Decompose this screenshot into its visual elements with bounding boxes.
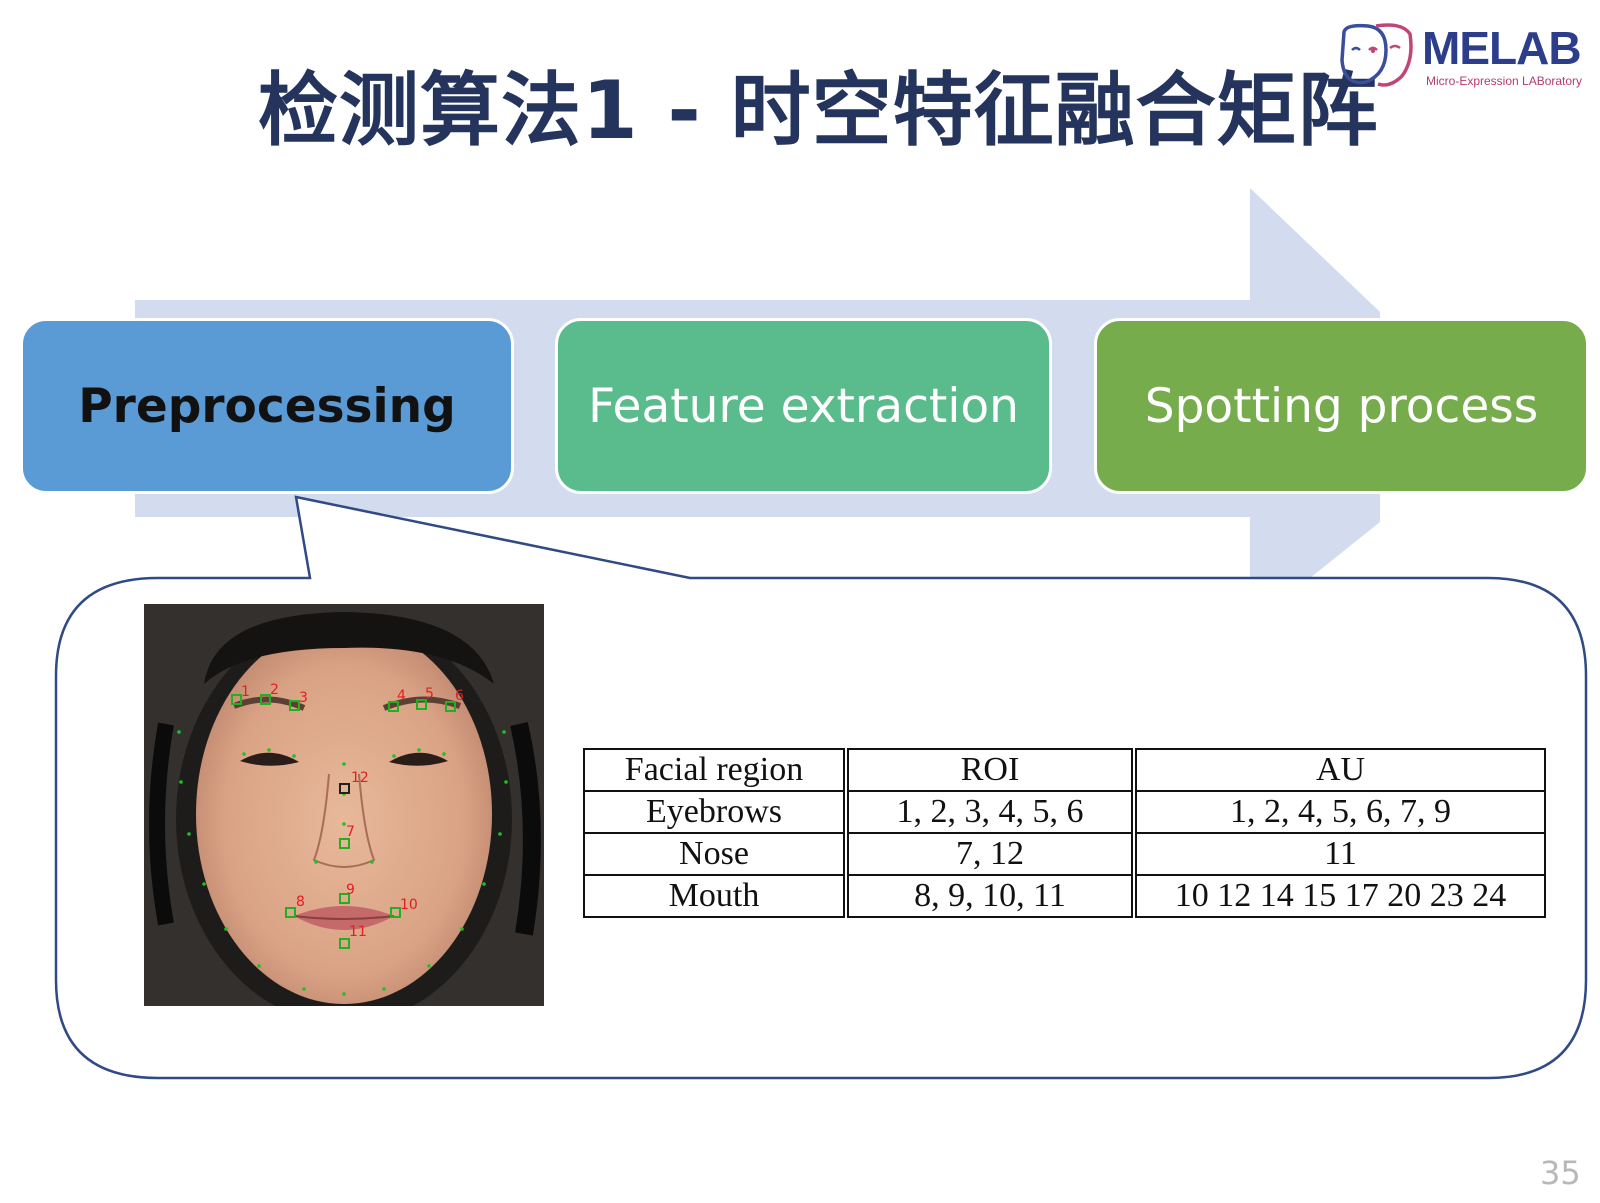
- landmark-label-7: 7: [346, 824, 355, 840]
- landmark-label-3: 3: [299, 690, 308, 706]
- twin-faces-icon: [1340, 23, 1413, 87]
- landmark-label-1: 1: [241, 684, 250, 700]
- landmark-label-5: 5: [425, 686, 434, 702]
- page-number: 35: [1540, 1154, 1581, 1192]
- landmark-label-8: 8: [296, 894, 305, 910]
- table-cell: Nose: [583, 832, 849, 876]
- table-cell: Mouth: [583, 874, 849, 918]
- table-cell: 7, 12: [845, 832, 1137, 876]
- landmark-label-4: 4: [397, 688, 406, 704]
- landmark-label-2: 2: [270, 682, 279, 698]
- table-header-row: Facial region ROI AU: [583, 748, 1546, 792]
- table-row: Eyebrows 1, 2, 3, 4, 5, 6 1, 2, 4, 5, 6,…: [583, 790, 1546, 834]
- landmark-label-10: 10: [400, 897, 418, 913]
- stage-feature-extraction: Feature extraction: [555, 318, 1052, 494]
- landmark-label-12: 12: [351, 770, 369, 786]
- roi-au-table: Facial region ROI AU Eyebrows 1, 2, 3, 4…: [583, 748, 1546, 918]
- table-cell: 10 12 14 15 17 20 23 24: [1133, 874, 1546, 918]
- table-header: AU: [1133, 748, 1546, 792]
- table-cell: 1, 2, 4, 5, 6, 7, 9: [1133, 790, 1546, 834]
- table-row: Mouth 8, 9, 10, 11 10 12 14 15 17 20 23 …: [583, 874, 1546, 918]
- logo-wordmark: MELAB: [1422, 22, 1582, 74]
- landmark-label-9: 9: [346, 882, 355, 898]
- table-cell: 11: [1133, 832, 1546, 876]
- table-header: Facial region: [583, 748, 849, 792]
- landmark-label-6: 6: [455, 688, 464, 704]
- face-landmark-image: 1 2 3 4 5 6 7 8 9 10 11 12: [144, 604, 544, 1006]
- landmark-label-11: 11: [349, 924, 367, 940]
- stage-preprocessing: Preprocessing: [20, 318, 514, 494]
- logo-subtitle: Micro-Expression LABoratory: [1426, 74, 1583, 88]
- table-cell: 1, 2, 3, 4, 5, 6: [845, 790, 1137, 834]
- table-cell: 8, 9, 10, 11: [845, 874, 1137, 918]
- table-header: ROI: [845, 748, 1137, 792]
- stage-spotting-process: Spotting process: [1094, 318, 1589, 494]
- table-row: Nose 7, 12 11: [583, 832, 1546, 876]
- table-cell: Eyebrows: [583, 790, 849, 834]
- page-title: 检测算法1 - 时空特征融合矩阵: [258, 64, 1379, 157]
